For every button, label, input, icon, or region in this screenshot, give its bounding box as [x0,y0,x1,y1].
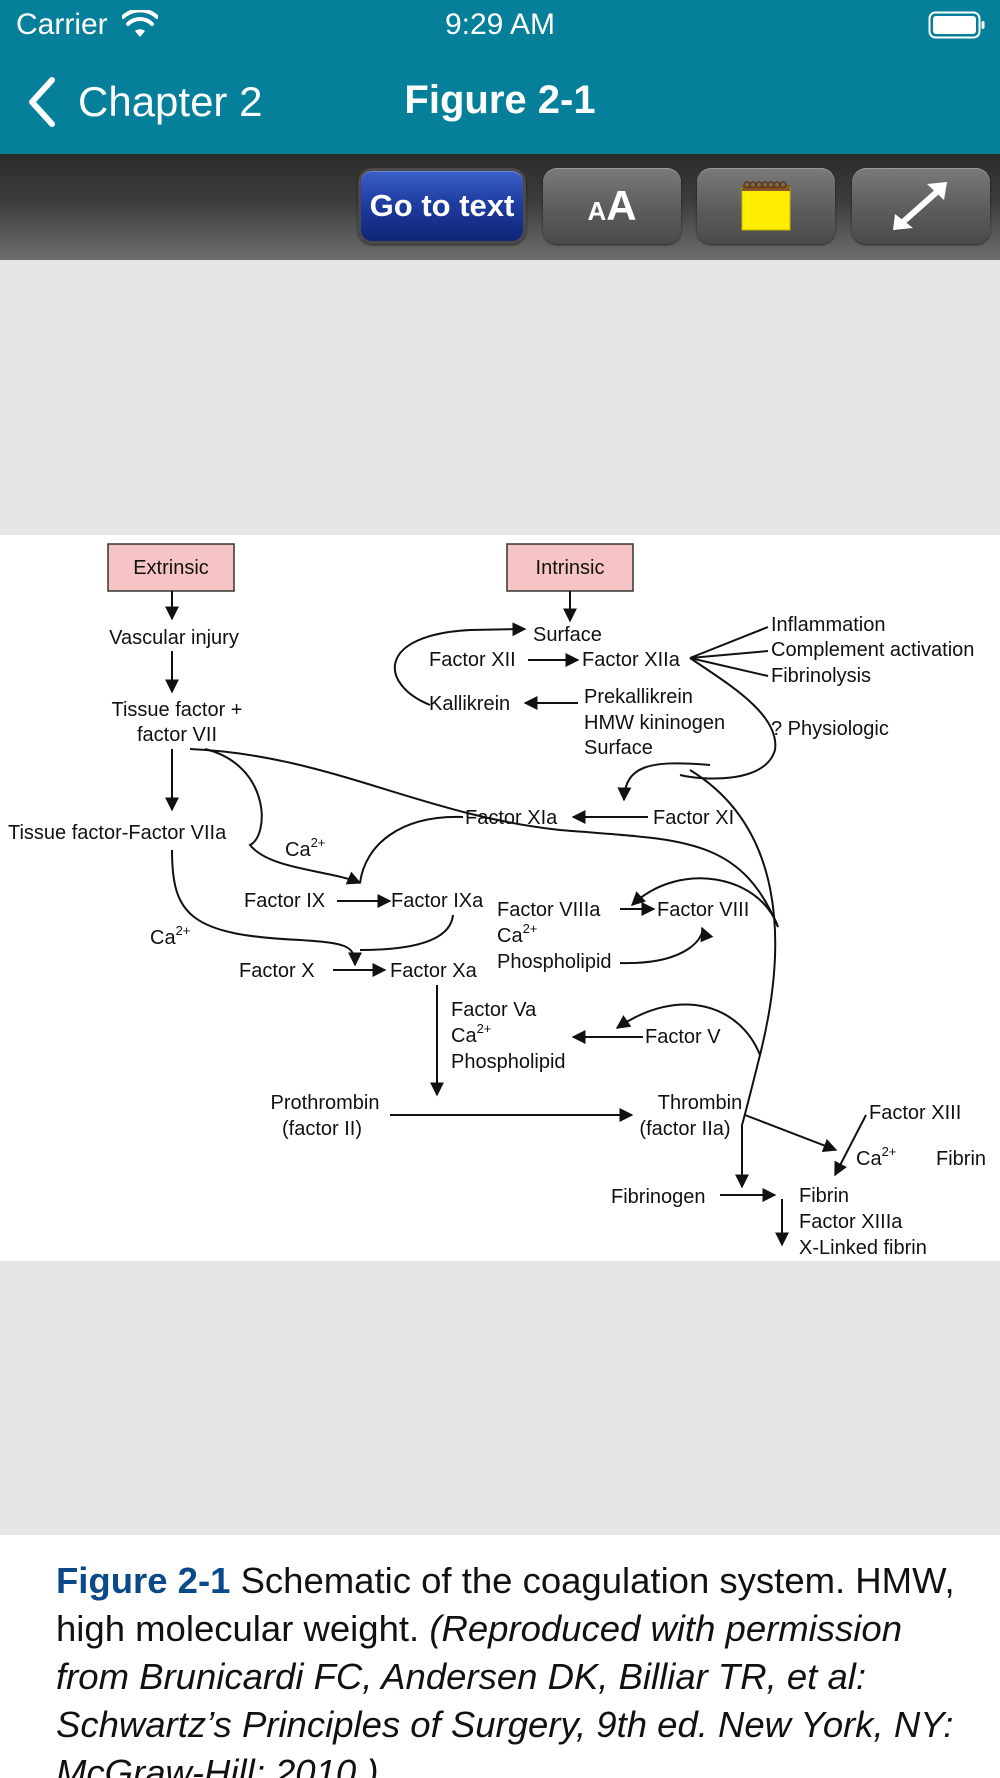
tissue-factor-label-2: factor VII [137,724,217,746]
page-title: Figure 2-1 [404,78,596,122]
calcium-label-a: Ca2+ [285,835,325,861]
font-size-button[interactable]: AA [543,168,681,244]
battery-icon [928,11,985,39]
factor-xiii-label: Factor XIII [869,1102,961,1124]
intrinsic-label: Intrinsic [536,557,605,579]
status-bar: Carrier 9:29 AM [0,0,1000,52]
figure-image: Extrinsic Intrinsic Vascular injury Tiss… [0,535,1000,1261]
factor-xi-label: Factor XI [653,807,734,829]
note-button[interactable] [697,168,835,244]
factor-xiia-label: Factor XIIa [582,649,681,671]
surface-label: Surface [533,624,602,646]
complement-label: Complement activation [771,639,974,661]
kallikrein-label: Kallikrein [429,693,510,715]
caption-figure-label: Figure 2-1 [56,1560,231,1601]
calcium-label-d: Ca2+ [451,1021,491,1047]
fibrin-label: Fibrin [799,1185,849,1207]
go-to-text-button[interactable]: Go to text [358,168,526,244]
tf-factor-viia-label: Tissue factor-Factor VIIa [8,822,227,844]
font-size-icon: AA [587,182,637,229]
fibrinolysis-label: Fibrinolysis [771,665,871,687]
physiologic-label: ? Physiologic [771,718,889,740]
factor-viiia-label: Factor VIIIa [497,899,601,921]
caption-description: Schematic of the coagulation system. HMW… [56,1560,955,1649]
note-icon [741,181,791,231]
navigation-bar: Chapter 2 Figure 2-1 [0,52,1000,154]
inflammation-label: Inflammation [771,614,886,636]
diagram-arrows [165,591,867,1247]
prekallikrein-label: Prekallikrein [584,686,693,708]
factor-xii-label: Factor XII [429,649,516,671]
toolbar: Go to text AA [0,154,1000,260]
factor-va-label: Factor Va [451,999,537,1021]
caption-text-block: Figure 2-1 Schematic of the coagulation … [56,1557,956,1778]
phospholipid-label-1: Phospholipid [497,951,612,973]
extrinsic-box [107,543,235,592]
vascular-injury-label: Vascular injury [109,627,239,649]
caption-citation: (Reproduced with permission from Brunica… [56,1608,954,1778]
surface-label-2: Surface [584,737,653,759]
expand-icon [893,182,947,230]
factor-x-label: Factor X [239,960,315,982]
thrombin-label-2: (factor IIa) [639,1118,730,1140]
calcium-label-e: Ca2+ [856,1144,896,1170]
xlinked-fibrin-label: X-Linked fibrin [799,1237,927,1259]
clock: 9:29 AM [444,8,556,41]
factor-viii-label: Factor VIII [657,899,749,921]
extrinsic-label: Extrinsic [133,557,209,579]
fibrinogen-label: Fibrinogen [611,1186,706,1208]
factor-xia-label: Factor XIa [465,807,558,829]
factor-xiiia-label: Factor XIIIa [799,1211,903,1233]
factor-ix-label: Factor IX [244,890,325,912]
factor-v-label: Factor V [645,1026,721,1048]
coagulation-diagram: Extrinsic Intrinsic Vascular injury Tiss… [8,543,986,1259]
calcium-label-b: Ca2+ [150,923,190,949]
factor-ixa-label: Factor IXa [391,890,484,912]
back-chevron-icon [29,77,55,127]
intrinsic-box [506,543,634,592]
phospholipid-label-2: Phospholipid [451,1051,566,1073]
calcium-label-c: Ca2+ [497,921,537,947]
tissue-factor-label-1: Tissue factor + [112,699,243,721]
wifi-icon [122,10,158,37]
carrier-label: Carrier [16,8,108,41]
hmw-kininogen-label: HMW kininogen [584,712,725,734]
prothrombin-label-1: Prothrombin [271,1092,380,1114]
thrombin-label-1: Thrombin [658,1092,742,1114]
prothrombin-label-2: (factor II) [282,1118,362,1140]
fibrin-top-label: Fibrin [936,1148,986,1170]
fullscreen-button[interactable] [852,168,990,244]
factor-xa-label: Factor Xa [390,960,478,982]
back-button[interactable]: Chapter 2 [24,74,262,130]
figure-caption: Figure 2-1 Schematic of the coagulation … [0,1535,1000,1778]
back-label: Chapter 2 [78,78,263,125]
